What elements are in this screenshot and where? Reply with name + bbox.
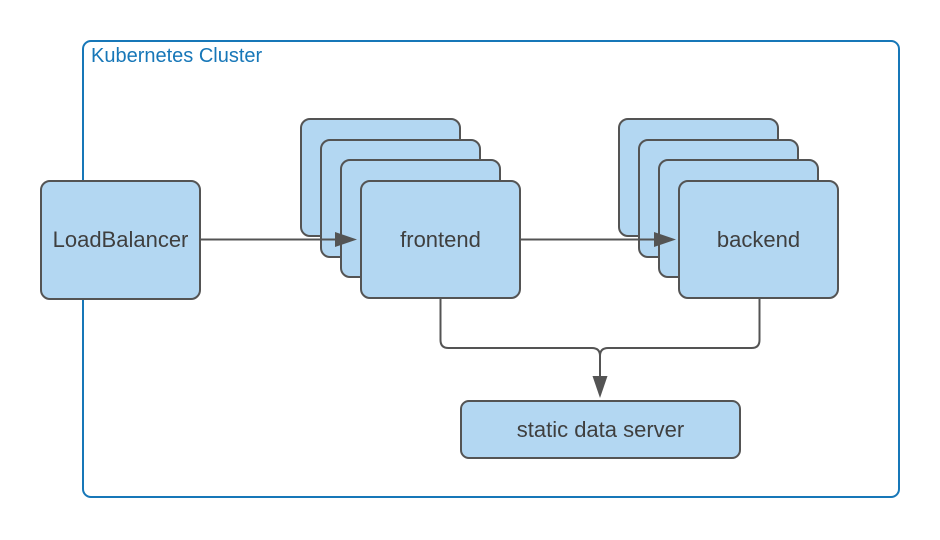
node-frontend-label: frontend xyxy=(400,226,481,252)
node-static-data-server-label: static data server xyxy=(516,416,685,442)
node-static-data-server[interactable]: static data server xyxy=(460,400,741,459)
node-backend[interactable]: backend xyxy=(678,180,839,299)
node-loadbalancer[interactable]: LoadBalancer xyxy=(40,180,201,300)
node-loadbalancer-label: LoadBalancer xyxy=(52,227,189,252)
node-backend-label: backend xyxy=(716,226,801,252)
cluster-title: Kubernetes Cluster xyxy=(91,45,263,67)
backend-replica-stack: backend xyxy=(618,118,840,300)
frontend-replica-stack: frontend xyxy=(300,118,522,300)
node-frontend[interactable]: frontend xyxy=(360,180,521,299)
